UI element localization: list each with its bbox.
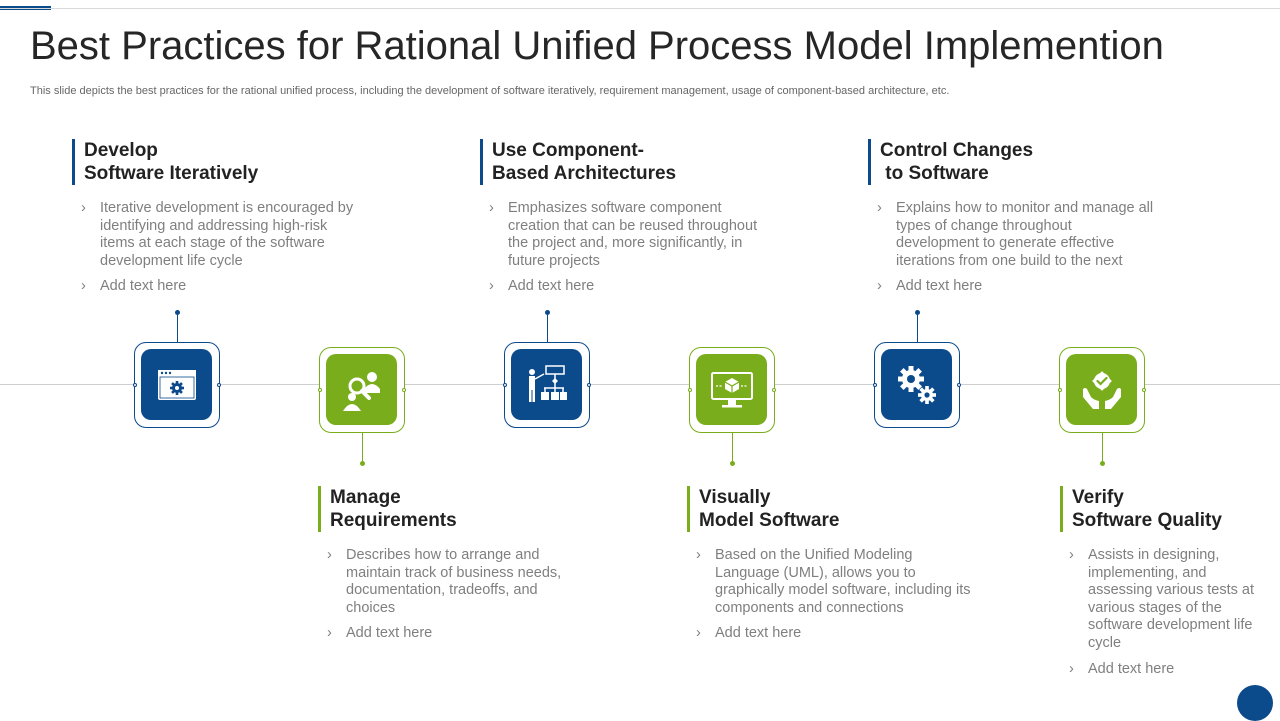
heading-line: to Software (880, 163, 989, 184)
practice-points: Iterative development is encouraged by i… (72, 200, 362, 296)
connector-stem (362, 433, 363, 463)
practice-heading: Visually Model Software (687, 486, 977, 532)
slide-subtitle: This slide depicts the best practices fo… (30, 85, 950, 97)
heading-line: Manage (330, 487, 401, 508)
practice-component-architectures: Use Component- Based Architectures Empha… (480, 139, 770, 304)
icon-frame-component (503, 342, 591, 428)
practice-control-changes: Control Changes to Software Explains how… (868, 139, 1158, 304)
heading-line: Requirements (330, 510, 457, 531)
heading-line: Software Quality (1072, 510, 1222, 531)
icon-frame-develop (133, 342, 221, 428)
connector-dot (730, 461, 735, 466)
slide-title: Best Practices for Rational Unified Proc… (30, 24, 1164, 68)
timeline-line (0, 384, 1280, 385)
practice-heading: Control Changes to Software (868, 139, 1158, 185)
placeholder-text: Add text here (489, 278, 770, 296)
practice-points: Describes how to arrange and maintain tr… (318, 547, 568, 643)
connector-stem (732, 433, 733, 463)
top-divider (0, 8, 1280, 9)
placeholder-text: Add text here (327, 625, 568, 643)
monitor-cube-icon (696, 354, 767, 425)
connector-stem (547, 313, 548, 343)
heading-line: Based Architectures (492, 163, 677, 184)
practice-description: Explains how to monitor and manage all t… (877, 200, 1158, 270)
heading-line: Use Component- (492, 140, 644, 161)
practice-manage-requirements: Manage Requirements Describes how to arr… (318, 486, 568, 651)
practice-points: Assists in designing, implementing, and … (1060, 547, 1260, 678)
connector-dot (915, 310, 920, 315)
icon-frame-verify (1058, 347, 1146, 433)
practice-description: Assists in designing, implementing, and … (1069, 547, 1260, 653)
practice-heading: Manage Requirements (318, 486, 568, 532)
browser-settings-icon (141, 349, 212, 420)
icon-frame-manage (318, 347, 406, 433)
practice-visually-model: Visually Model Software Based on the Uni… (687, 486, 977, 651)
practice-points: Emphasizes software component creation t… (480, 200, 770, 296)
connector-dot (360, 461, 365, 466)
hands-quality-badge-icon (1066, 354, 1137, 425)
practice-heading: Develop Software Iteratively (72, 139, 362, 185)
icon-frame-control (873, 342, 961, 428)
practice-description: Describes how to arrange and maintain tr… (327, 547, 568, 617)
people-search-icon (326, 354, 397, 425)
icon-frame-visual (688, 347, 776, 433)
heading-line: Verify (1072, 487, 1124, 508)
placeholder-text: Add text here (696, 625, 977, 643)
heading-line: Model Software (699, 510, 840, 531)
connector-stem (177, 313, 178, 343)
connector-stem (1102, 433, 1103, 463)
practice-description: Emphasizes software component creation t… (489, 200, 770, 270)
practice-description: Iterative development is encouraged by i… (81, 200, 362, 270)
heading-line: Develop (84, 140, 158, 161)
corner-decoration (1237, 685, 1273, 721)
placeholder-text: Add text here (877, 278, 1158, 296)
practice-points: Explains how to monitor and manage all t… (868, 200, 1158, 296)
gears-icon (881, 349, 952, 420)
practice-heading: Verify Software Quality (1060, 486, 1260, 532)
practice-verify-quality: Verify Software Quality Assists in desig… (1060, 486, 1260, 686)
connector-dot (1100, 461, 1105, 466)
connector-stem (917, 313, 918, 343)
placeholder-text: Add text here (1069, 661, 1260, 679)
heading-line: Control Changes (880, 140, 1034, 161)
practice-develop-iteratively: Develop Software Iteratively Iterative d… (72, 139, 362, 304)
presentation-flowchart-icon (511, 349, 582, 420)
connector-dot (175, 310, 180, 315)
practice-description: Based on the Unified Modeling Language (… (696, 547, 977, 617)
heading-line: Visually (699, 487, 771, 508)
heading-line: Software Iteratively (84, 163, 259, 184)
connector-dot (545, 310, 550, 315)
placeholder-text: Add text here (81, 278, 362, 296)
practice-heading: Use Component- Based Architectures (480, 139, 770, 185)
practice-points: Based on the Unified Modeling Language (… (687, 547, 977, 643)
